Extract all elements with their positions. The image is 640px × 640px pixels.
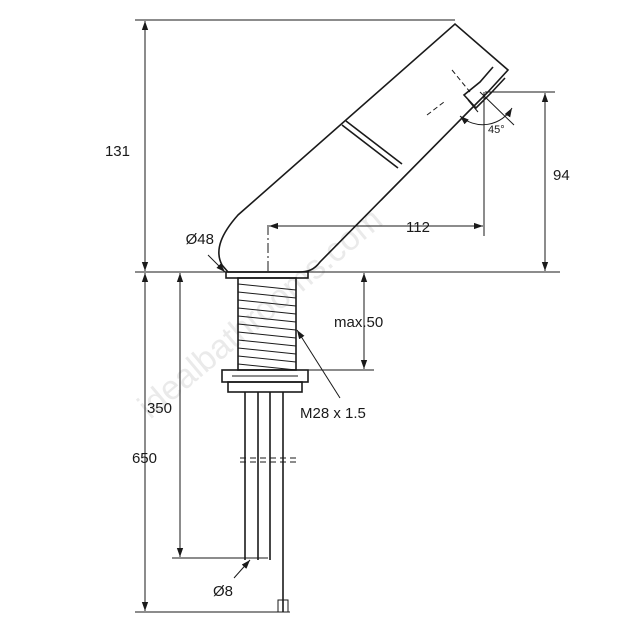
dimension-650	[135, 273, 290, 613]
dimension-thread	[296, 329, 341, 399]
label-45: 45°	[488, 124, 505, 136]
label-112: 112	[406, 219, 430, 236]
label-diameter-48: Ø48	[186, 231, 214, 248]
supply-hose	[240, 392, 300, 613]
label-131: 131	[105, 143, 130, 160]
dimension-diameter-48	[207, 254, 226, 273]
dimension-45-angle	[459, 91, 515, 126]
label-diameter-8: Ø8	[213, 583, 233, 600]
dimension-350	[172, 273, 268, 559]
dimension-diameter-8	[233, 559, 251, 579]
dimension-131	[135, 19, 455, 271]
label-thread: M28 x 1.5	[300, 405, 366, 422]
dimension-max-50	[300, 273, 374, 371]
label-350: 350	[147, 400, 172, 417]
label-max-50: max.50	[334, 314, 383, 331]
dimension-94	[485, 91, 555, 271]
label-650: 650	[132, 450, 157, 467]
fixing-nut	[221, 369, 309, 393]
label-94: 94	[553, 167, 570, 184]
